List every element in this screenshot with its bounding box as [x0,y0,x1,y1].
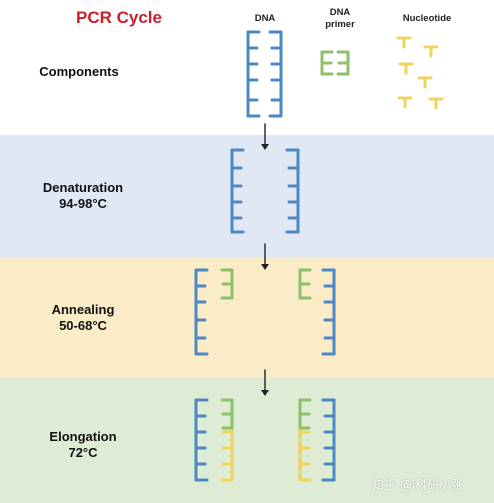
dna-header: DNA [254,13,276,24]
primer-header-line2: primer [325,19,355,30]
stage-label-elongation: Elongation [49,429,117,444]
stage-label-components: Components [39,64,119,79]
watermark: 知乎 @i科研小张 [372,478,464,492]
band-annealing [0,258,494,378]
arrow-to-elongation-head [261,390,269,396]
primer-header-line1: DNA [329,7,351,18]
nucleotide-header: Nucleotide [402,13,452,24]
arrow-to-denaturation-head [261,144,269,150]
band-elongation [0,378,494,503]
stage-temp-denaturation: 94-98°C [59,196,107,211]
diagram-title: PCR Cycle [76,8,162,27]
arrow-to-annealing-head [261,264,269,270]
band-denaturation [0,135,494,258]
stage-temp-annealing: 50-68°C [59,318,107,333]
stage-label-denaturation: Denaturation [42,180,124,195]
stage-label-annealing: Annealing [51,302,115,317]
stage-temp-elongation: 72°C [68,445,98,460]
